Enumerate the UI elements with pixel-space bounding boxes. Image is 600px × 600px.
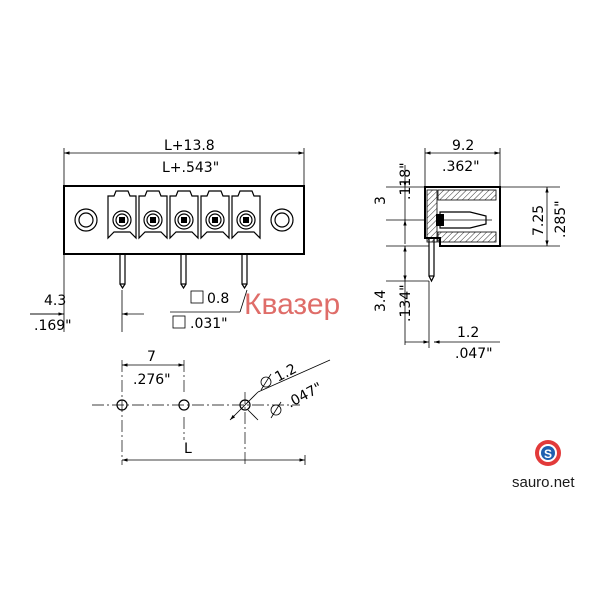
edge-to-pin-in: .169" (34, 318, 72, 334)
bottom-wall-section (437, 231, 497, 243)
side-pin (428, 237, 435, 277)
top-offset-in: .118" (398, 162, 414, 200)
pin-square-symbol-2 (172, 315, 186, 329)
footprint-hole-2 (178, 399, 190, 411)
screw-slot-icon (243, 217, 249, 223)
pin-length-mm: 3.4 (373, 290, 389, 312)
screw-slot-icon (119, 217, 125, 223)
contact-cell (169, 190, 199, 240)
span-label: L (184, 441, 192, 457)
pin-square-mm: 0.8 (207, 291, 229, 307)
brand-name: sauro.net (512, 474, 575, 491)
inner-contact (439, 211, 487, 229)
mounting-hole-right (270, 208, 294, 232)
pin-offset-in: .047" (455, 346, 493, 362)
mounting-hole-left (74, 208, 98, 232)
pin-square-in: .031" (190, 316, 228, 332)
pins (119, 253, 248, 290)
rear-wall-section (426, 189, 438, 243)
logo-letter: S (544, 447, 552, 461)
footprint-hole-1 (116, 399, 128, 411)
depth-in: .362" (442, 159, 480, 175)
pitch-mm: 7 (147, 349, 156, 365)
edge-to-pin-mm: 4.3 (44, 293, 66, 309)
contact-cell (138, 190, 168, 240)
side-view: 9.2 .362" 7.25 .285" 3 .118" 3.4 .134" 1… (373, 138, 569, 362)
depth-mm: 9.2 (452, 138, 474, 154)
hole-dia-mm: 1.2 (272, 361, 299, 386)
contact-cells (107, 190, 261, 240)
front-view: L+13.8 L+.543" 4.3 .169" 0.8 .031" (30, 138, 305, 334)
contact-clamp (436, 214, 444, 226)
contact-cell (231, 190, 261, 240)
diameter-symbol-icon (260, 373, 272, 391)
overall-length-in: L+.543" (162, 160, 219, 176)
height-in: .285" (553, 200, 569, 238)
hole-dia-in: .047" (284, 380, 325, 412)
top-offset-mm: 3 (373, 196, 389, 205)
top-wall-section (437, 189, 497, 201)
pin-square-symbol (190, 290, 204, 304)
brand-logo: S (535, 440, 561, 466)
footprint-hole-3 (239, 399, 251, 411)
screw-slot-icon (181, 217, 187, 223)
diameter-symbol-icon-2 (270, 401, 282, 419)
pcb-footprint: 7 .276" L 1.2 .047" (92, 349, 331, 465)
contact-cell (200, 190, 230, 240)
height-mm: 7.25 (531, 205, 547, 236)
overall-length-mm: L+13.8 (164, 138, 215, 154)
watermark: Квазер (244, 288, 340, 321)
pin-offset-mm: 1.2 (457, 325, 479, 341)
pitch-in: .276" (133, 372, 171, 388)
screw-slot-icon (212, 217, 218, 223)
contact-cell (107, 190, 137, 240)
screw-slot-icon (150, 217, 156, 223)
pin-length-in: .134" (398, 284, 414, 322)
